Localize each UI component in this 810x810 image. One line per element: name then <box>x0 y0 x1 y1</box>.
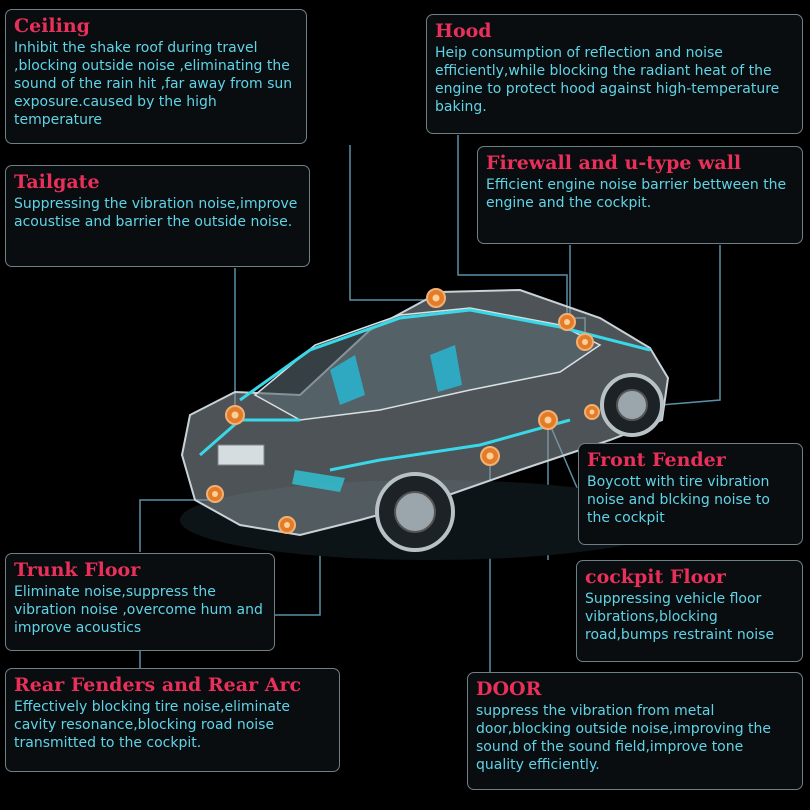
callout-text: Suppressing vehicle floor vibrations,blo… <box>585 591 775 643</box>
taillight <box>292 470 345 492</box>
callout-ceiling: Ceiling Inhibit the shake roof during tr… <box>5 9 307 144</box>
car-illustration <box>180 288 680 560</box>
callout-rear-fenders: Rear Fenders and Rear Arc Effectively bl… <box>5 668 340 772</box>
callout-text: Efficient engine noise barrier bettween … <box>486 177 787 211</box>
callout-front-fender: Front Fender Boycott with tire vibration… <box>578 443 803 545</box>
callout-tailgate: Tailgate Suppressing the vibration noise… <box>5 165 310 267</box>
connector-hood <box>457 135 568 322</box>
callout-text: Suppressing the vibration noise,improve … <box>14 196 298 230</box>
callout-title: DOOR <box>476 678 542 700</box>
callout-text: Inhibit the shake roof during travel ,bl… <box>14 40 293 128</box>
callout-title: Hood <box>435 20 492 42</box>
floor-insulation <box>329 418 571 472</box>
callout-text: suppress the vibration from metal door,b… <box>476 703 772 773</box>
callout-title: Rear Fenders and Rear Arc <box>14 674 302 696</box>
front-seat <box>430 345 462 392</box>
callout-text: Heip consumption of reflection and noise… <box>435 45 780 115</box>
callout-firewall: Firewall and u-type wall Efficient engin… <box>477 146 803 244</box>
callout-title: Front Fender <box>587 449 726 471</box>
callout-text: Boycott with tire vibration noise and bl… <box>587 474 770 526</box>
callout-hood: Hood Heip consumption of reflection and … <box>426 14 803 134</box>
front-wheel-hub <box>616 389 648 421</box>
roof-insulation <box>239 308 651 402</box>
marker-group <box>206 288 600 534</box>
callout-title: Trunk Floor <box>14 559 141 581</box>
callout-title: Firewall and u-type wall <box>486 152 742 174</box>
rear-wheel-hub <box>394 491 436 533</box>
callout-cockpit-floor: cockpit Floor Suppressing vehicle floor … <box>576 560 803 662</box>
callout-door: DOOR suppress the vibration from metal d… <box>467 672 803 790</box>
connector-ceiling <box>349 145 436 301</box>
callout-text: Effectively blocking tire noise,eliminat… <box>14 699 291 751</box>
callout-title: Ceiling <box>14 15 90 37</box>
callout-title: cockpit Floor <box>585 566 726 588</box>
callout-text: Eliminate noise,suppress the vibration n… <box>14 584 263 636</box>
callout-trunk-floor: Trunk Floor Eliminate noise,suppress the… <box>5 553 275 651</box>
license-plate <box>217 444 265 466</box>
rear-seat <box>330 355 365 405</box>
callout-title: Tailgate <box>14 171 100 193</box>
